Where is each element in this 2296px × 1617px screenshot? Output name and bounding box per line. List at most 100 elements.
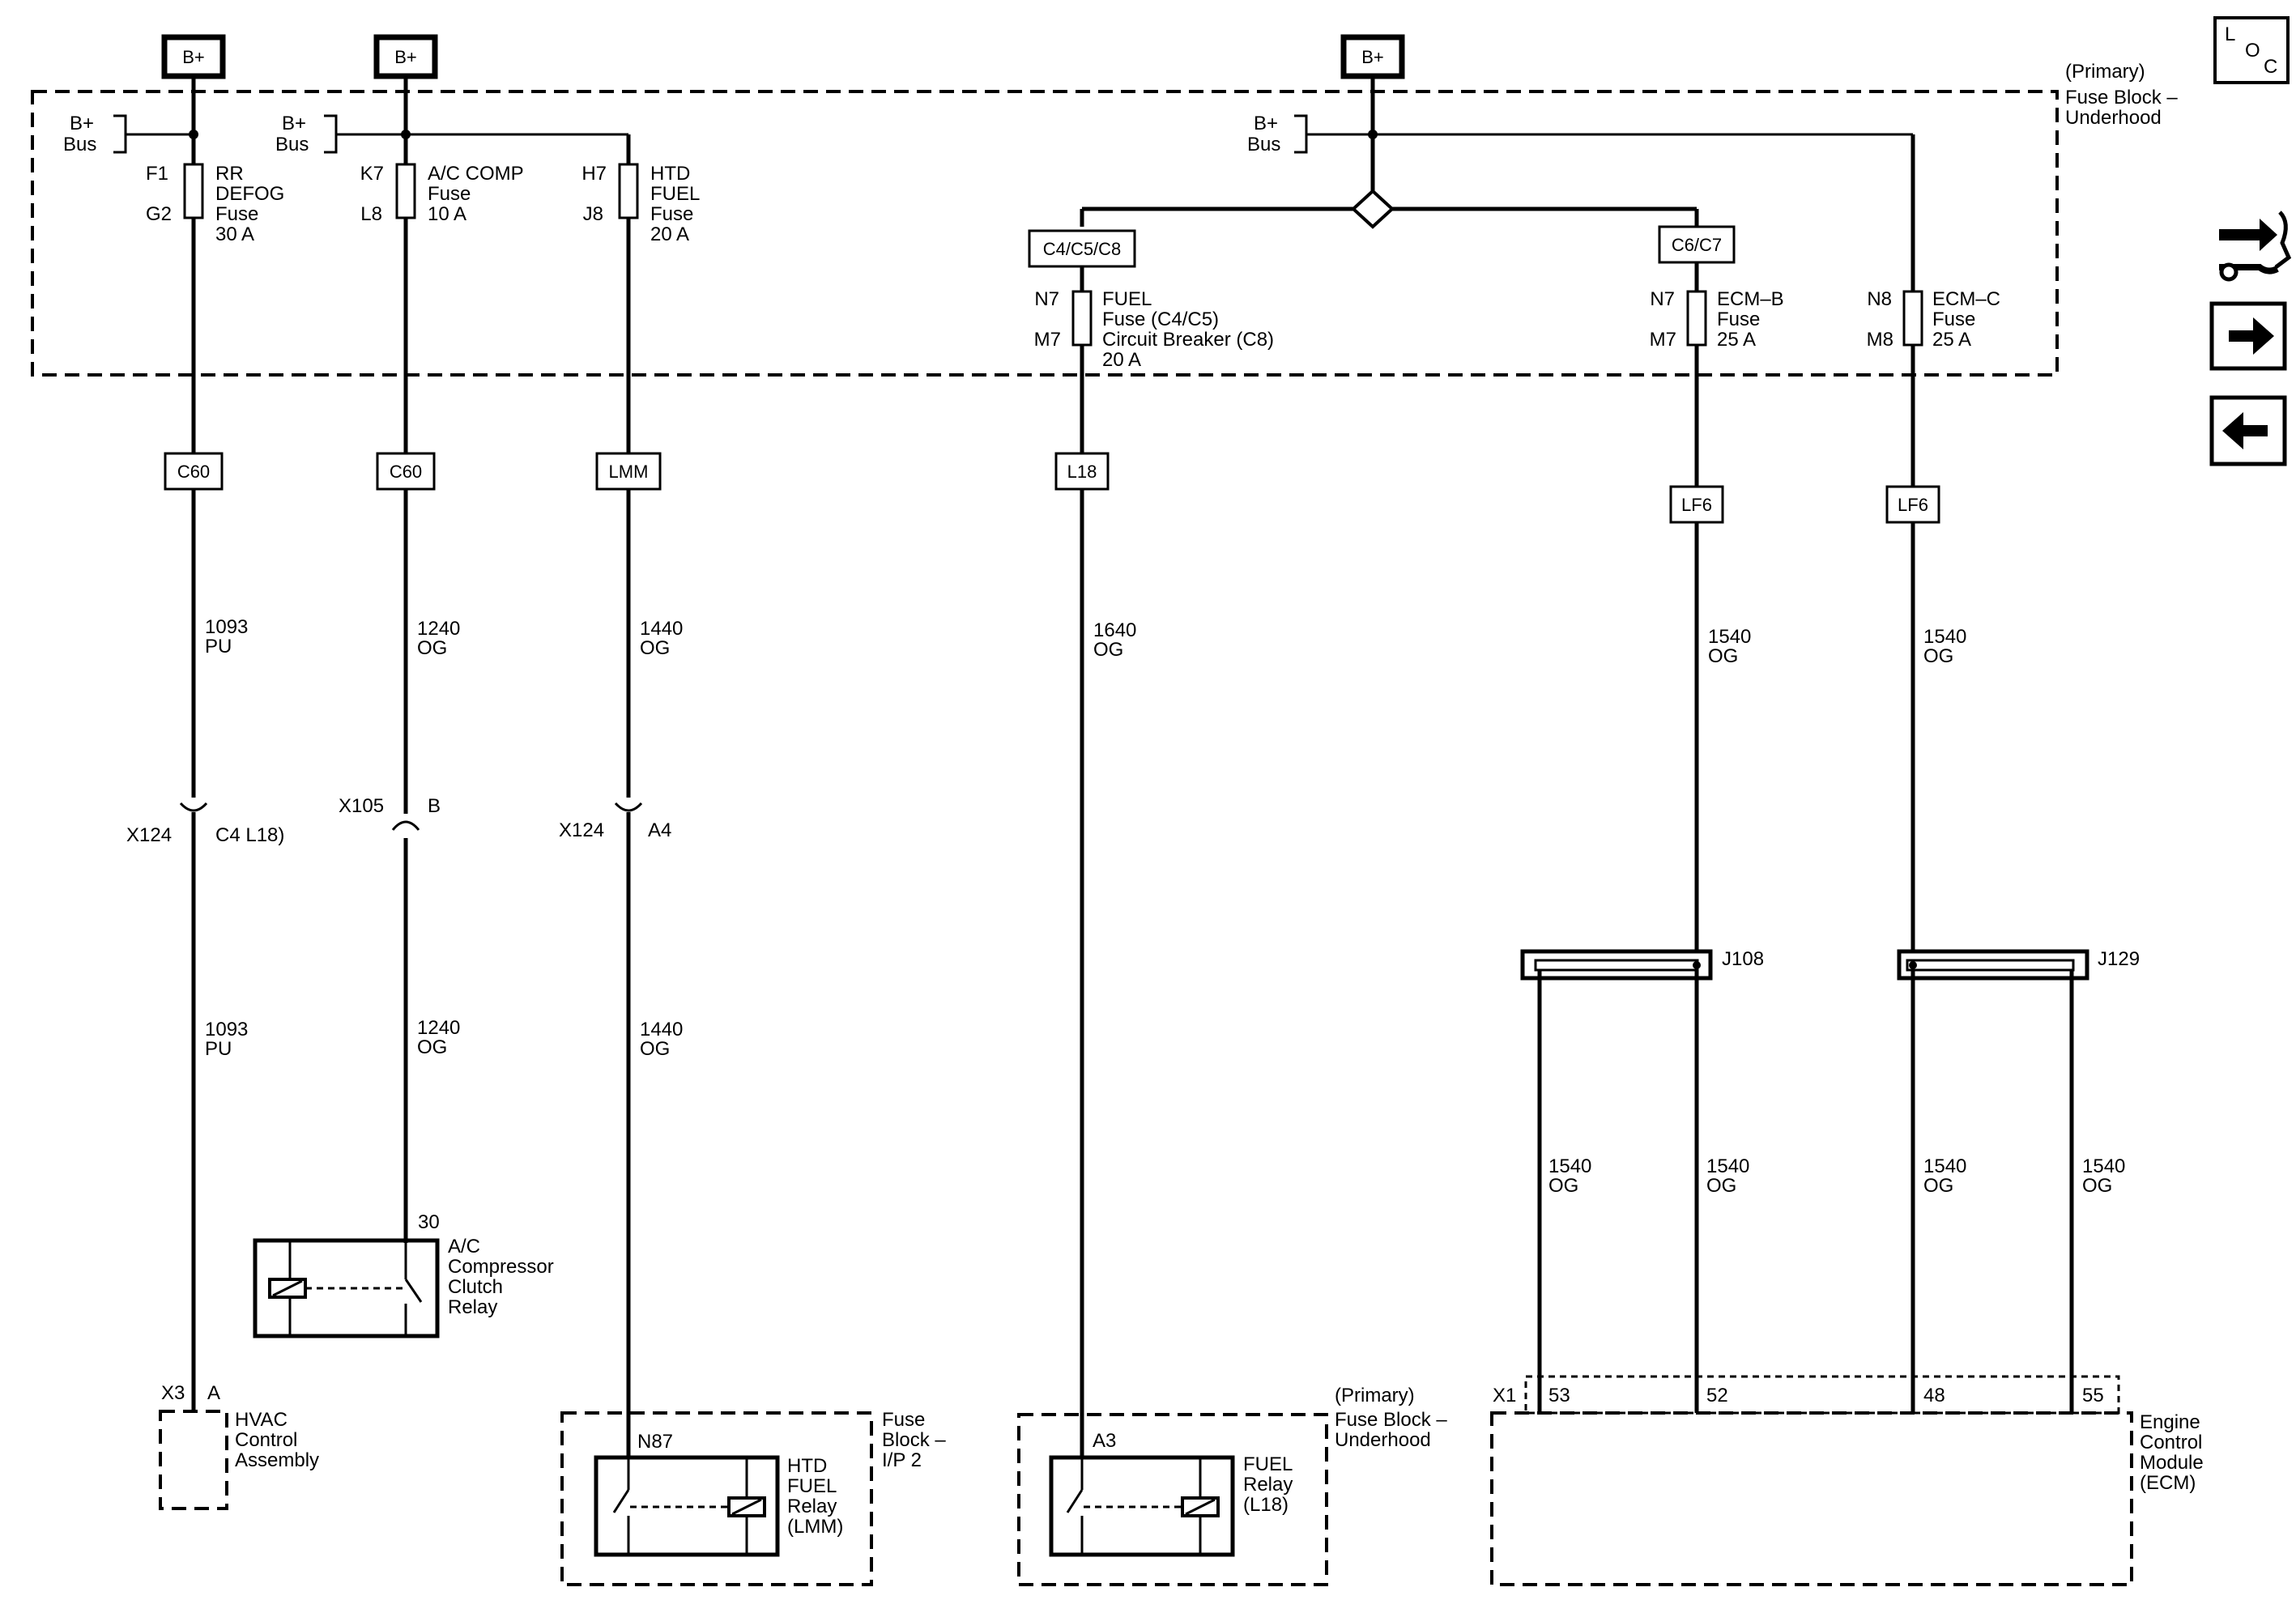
svg-text:M8: M8 <box>1867 329 1893 351</box>
svg-text:1240: 1240 <box>417 1017 460 1039</box>
svg-text:FUEL: FUEL <box>787 1475 837 1497</box>
fuse-n7-ecmb-labels: N7 M7 ECM–B Fuse 25 A <box>1650 288 1784 351</box>
svg-text:1540: 1540 <box>2082 1155 2125 1177</box>
connector-x124-a: X124 C4 L18) <box>126 824 284 846</box>
circuit-fuel <box>1071 266 1093 1457</box>
svg-text:Fuse: Fuse <box>882 1409 925 1431</box>
svg-text:A3: A3 <box>1093 1430 1116 1452</box>
svg-text:1440: 1440 <box>640 1019 683 1040</box>
svg-text:FUEL: FUEL <box>650 183 700 205</box>
svg-text:Circuit Breaker (C8): Circuit Breaker (C8) <box>1102 329 1274 351</box>
svg-text:X124: X124 <box>559 819 604 841</box>
svg-text:B+: B+ <box>394 47 417 67</box>
svg-text:Bus: Bus <box>63 134 96 155</box>
svg-text:I/P 2: I/P 2 <box>882 1449 922 1471</box>
circuit-label-1440-lower: 1440 OG <box>640 1019 683 1060</box>
svg-text:OG: OG <box>417 1036 447 1058</box>
svg-text:1540: 1540 <box>1923 626 1966 648</box>
circuit-htd-fuel <box>614 134 643 1457</box>
fuel-relay: A3 FUEL Relay (L18) <box>1049 1430 1293 1557</box>
svg-text:X1: X1 <box>1493 1385 1516 1406</box>
svg-text:55: 55 <box>2082 1385 2104 1406</box>
engine-control-module: X1 53 52 48 55 Engine Control Module (EC… <box>1490 1375 2204 1586</box>
svg-text:ECM–B: ECM–B <box>1717 288 1784 310</box>
svg-text:M7: M7 <box>1034 329 1061 351</box>
ecm-wires <box>1537 970 2074 1413</box>
option-tag-lf6-1: LF6 <box>1669 485 1724 524</box>
svg-text:L8: L8 <box>360 203 382 225</box>
hvac-control-assembly: X3 A HVAC Control Assembly <box>159 1382 319 1510</box>
svg-text:Fuse (C4/C5): Fuse (C4/C5) <box>1102 309 1219 330</box>
svg-text:N7: N7 <box>1650 288 1675 310</box>
svg-text:Engine: Engine <box>2140 1411 2200 1433</box>
svg-text:B: B <box>428 795 441 817</box>
fuse-block-ip2-boundary: Fuse Block – I/P 2 <box>560 1409 946 1586</box>
svg-text:FUEL: FUEL <box>1102 288 1152 310</box>
svg-text:Fuse: Fuse <box>215 203 258 225</box>
svg-text:C60: C60 <box>177 462 210 482</box>
b-plus-bus-2: B+ Bus <box>275 113 628 155</box>
svg-text:1093: 1093 <box>205 1019 248 1040</box>
svg-text:K7: K7 <box>360 163 384 185</box>
svg-text:OG: OG <box>1923 645 1953 667</box>
svg-text:LF6: LF6 <box>1681 495 1712 515</box>
svg-text:Fuse: Fuse <box>1717 309 1760 330</box>
svg-text:PU: PU <box>205 1038 232 1060</box>
svg-text:N7: N7 <box>1034 288 1059 310</box>
svg-text:Relay: Relay <box>1243 1474 1293 1496</box>
ac-compressor-clutch-relay: 30 A/C Compressor Clutch Relay <box>253 1211 554 1338</box>
svg-text:RR: RR <box>215 163 244 185</box>
svg-text:1440: 1440 <box>640 618 683 640</box>
circuit-label-1240-lower: 1240 OG <box>417 1017 460 1058</box>
svg-text:LMM: LMM <box>609 462 649 482</box>
svg-text:N8: N8 <box>1867 288 1892 310</box>
svg-text:LF6: LF6 <box>1898 495 1928 515</box>
svg-text:20 A: 20 A <box>1102 349 1141 371</box>
splice-j108: J108 <box>1520 948 1764 981</box>
svg-text:L18: L18 <box>1067 462 1097 482</box>
svg-text:B+: B+ <box>1254 113 1278 134</box>
svg-text:Bus: Bus <box>1247 134 1280 155</box>
svg-text:G2: G2 <box>146 203 172 225</box>
option-tag-c60-1: C60 <box>164 452 224 491</box>
svg-text:10 A: 10 A <box>428 203 466 225</box>
svg-text:HTD: HTD <box>650 163 690 185</box>
forward-arrow-icon[interactable] <box>2209 301 2287 371</box>
svg-text:M7: M7 <box>1650 329 1676 351</box>
svg-text:OG: OG <box>1548 1175 1578 1197</box>
circuit-label-1093-lower: 1093 PU <box>205 1019 248 1060</box>
svg-text:25 A: 25 A <box>1717 329 1756 351</box>
circuit-ecm-c <box>1902 290 1923 964</box>
svg-text:L: L <box>2225 23 2235 45</box>
option-tag-c4c5c8: C4/C5/C8 <box>1028 229 1136 268</box>
svg-text:Block –: Block – <box>882 1429 946 1451</box>
circuit-label-1640: 1640 OG <box>1093 619 1136 661</box>
svg-text:(L18): (L18) <box>1243 1494 1289 1516</box>
option-tag-c6c7: C6/C7 <box>1658 225 1736 264</box>
back-arrow-icon[interactable] <box>2209 395 2287 466</box>
svg-text:OG: OG <box>1708 645 1738 667</box>
svg-text:(LMM): (LMM) <box>787 1516 843 1538</box>
fuse-k7-labels: K7 L8 A/C COMP Fuse 10 A <box>360 163 524 225</box>
connector-end-view-icon[interactable] <box>2219 211 2292 282</box>
svg-text:DEFOG: DEFOG <box>215 183 284 205</box>
svg-text:1640: 1640 <box>1093 619 1136 641</box>
svg-text:Control: Control <box>2140 1432 2202 1453</box>
svg-text:O: O <box>2245 40 2260 62</box>
svg-text:30 A: 30 A <box>215 223 254 245</box>
svg-text:48: 48 <box>1923 1385 1945 1406</box>
location-button[interactable]: L O C <box>2213 16 2290 84</box>
underhood-bus-splice <box>1080 76 1915 291</box>
svg-text:Relay: Relay <box>787 1496 837 1517</box>
svg-text:1093: 1093 <box>205 616 248 638</box>
circuit-label-1093-upper: 1093 PU <box>205 616 248 657</box>
svg-text:Control: Control <box>235 1429 297 1451</box>
b-plus-bus-3: B+ Bus <box>1247 113 1913 155</box>
svg-text:OG: OG <box>640 1038 670 1060</box>
svg-text:30: 30 <box>418 1211 440 1233</box>
fuse-block-underhood-boundary <box>31 90 2059 377</box>
svg-text:A/C: A/C <box>448 1236 480 1257</box>
svg-text:X124: X124 <box>126 824 172 846</box>
b-plus-source-3: B+ <box>1340 34 1405 79</box>
b-plus-source-1: B+ <box>161 34 226 79</box>
